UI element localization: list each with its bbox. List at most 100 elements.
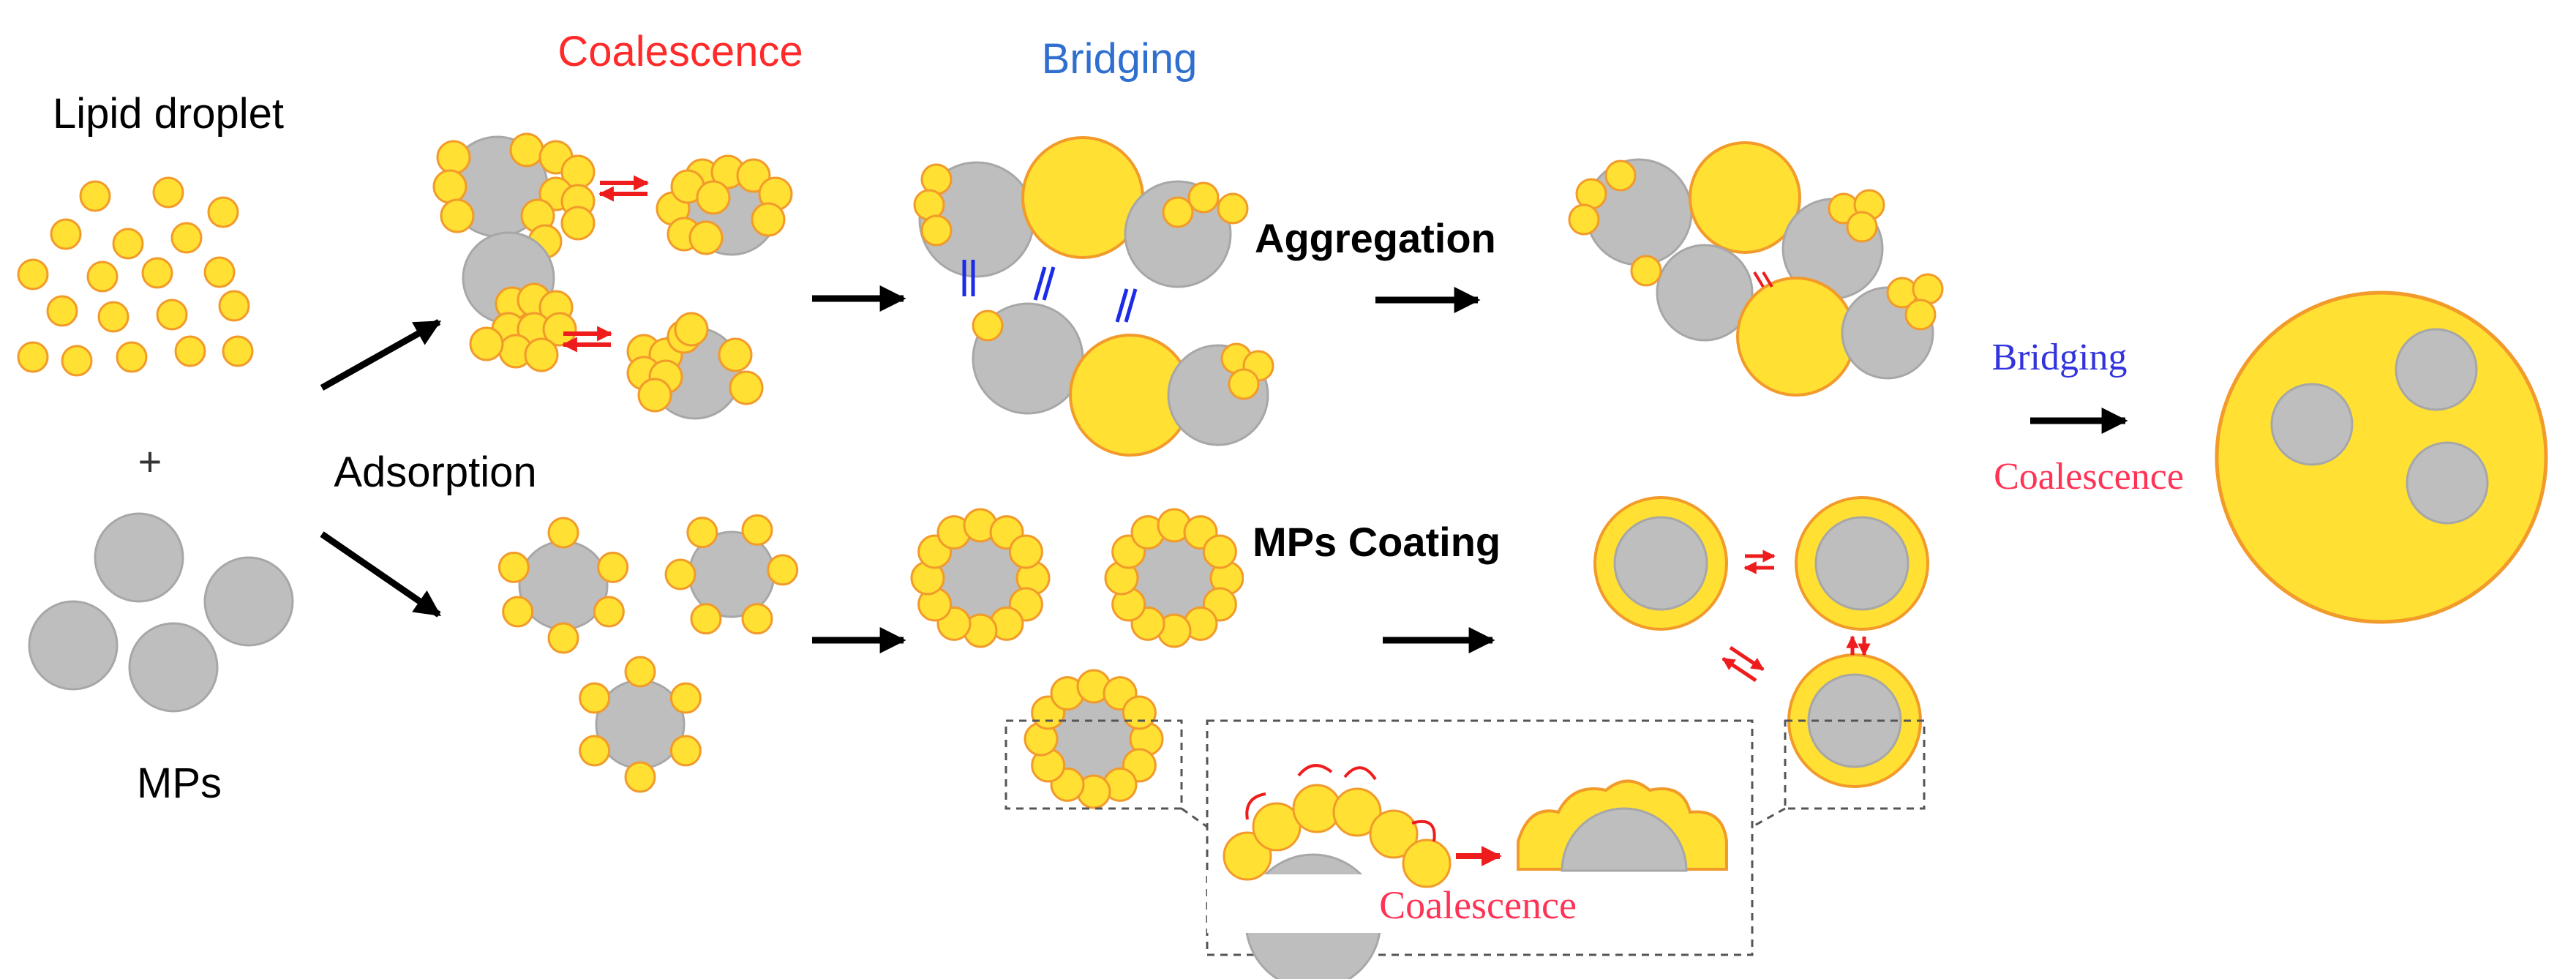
coated-microplastics — [910, 508, 1375, 809]
coalescence-clusters — [432, 132, 793, 420]
label-lipid-droplet: Lipid droplet — [53, 90, 284, 138]
microplastic-particle — [203, 556, 294, 647]
label-adsorption: Adsorption — [334, 449, 536, 496]
lipid-droplet — [1217, 192, 1249, 225]
inset-after-coalescence — [1517, 779, 1728, 872]
lipid-droplet — [1604, 160, 1637, 192]
label-coalescence-top: Coalescence — [557, 28, 803, 75]
label-coalescence-right: Coalescence — [1994, 456, 2184, 498]
lipid-droplet — [1122, 695, 1157, 730]
lipid-droplet — [1904, 299, 1937, 331]
lipid-droplet — [696, 180, 731, 215]
lipid-droplet — [624, 761, 656, 793]
reversible-arrow-blue — [962, 260, 975, 296]
arrow-to-coating-path — [320, 531, 441, 618]
lipid-droplet — [502, 596, 534, 628]
label-plus: + — [138, 438, 162, 484]
lipid-droplet — [222, 335, 254, 367]
microplastic-particle — [2395, 328, 2478, 411]
microplastic-particle — [2406, 441, 2489, 525]
core-shell-particle — [1593, 496, 1728, 631]
lipid-droplet — [972, 310, 1004, 342]
lipid-droplet — [1369, 809, 1419, 859]
lipid-droplet — [669, 735, 702, 767]
final-large-droplet — [2215, 290, 2548, 624]
lipid-droplet — [1223, 831, 1272, 881]
lipid-droplet — [141, 257, 173, 289]
lipid-droplet — [597, 551, 629, 583]
lipid-droplet — [152, 176, 184, 209]
lipid-droplet — [79, 180, 111, 212]
lipid-droplet — [97, 301, 129, 333]
label-backdrop — [1244, 516, 1375, 582]
lipid-droplet — [674, 312, 709, 347]
lipid-droplet — [436, 140, 471, 175]
lipid-droplet — [1162, 196, 1194, 228]
lipid-droplet — [736, 158, 771, 193]
lipid-droplet — [61, 345, 93, 377]
lipid-droplet — [686, 517, 718, 549]
label-bridging-top: Bridging — [1042, 35, 1198, 83]
lipid-droplet — [690, 603, 722, 635]
lipid-droplet — [509, 132, 544, 168]
lipid-droplet — [729, 370, 764, 405]
label-aggregation: Aggregation — [1255, 215, 1496, 261]
lipid-droplet — [1228, 368, 1260, 400]
label-coalescence-inset: Coalescence — [1379, 883, 1577, 927]
lipid-droplet — [767, 554, 799, 586]
lipid-droplet — [741, 603, 773, 635]
lipid-droplet — [624, 656, 656, 688]
bridging-small-droplets — [913, 163, 1274, 400]
lipid-droplet — [50, 218, 82, 250]
inset-droplets — [1223, 784, 1452, 888]
lipid-droplet — [669, 682, 702, 714]
lipid-droplet — [469, 326, 504, 361]
lipid-droplet — [547, 622, 579, 654]
lipid-droplet — [751, 202, 786, 237]
lipid-droplet — [920, 214, 953, 247]
reversible-arrow-red — [1743, 549, 1776, 574]
lipid-droplet — [1846, 211, 1878, 243]
lipid-droplet — [46, 295, 78, 327]
inset-curved-arrows — [1245, 764, 1436, 842]
free-lipid-droplets — [17, 176, 254, 377]
lipid-droplet — [1008, 534, 1043, 569]
lipid-droplet — [17, 258, 49, 290]
core-shell-particle — [1795, 496, 1929, 631]
lipid-droplet — [1252, 802, 1302, 852]
lipid-droplet — [1187, 181, 1220, 214]
lipid-droplet — [1402, 839, 1452, 888]
lipid-droplet — [560, 206, 596, 241]
lipid-droplet-large — [1736, 277, 1856, 397]
reversible-arrow-red — [561, 326, 613, 353]
reversible-arrow-red — [598, 175, 650, 202]
lipid-droplet — [170, 222, 203, 254]
microplastic-particle — [28, 600, 119, 691]
lipid-droplet — [440, 198, 475, 233]
free-microplastics — [28, 512, 294, 713]
lipid-droplet — [112, 228, 144, 260]
lipid-droplet-large — [1689, 141, 1801, 254]
lipid-droplet — [203, 256, 236, 288]
adsorbed-microplastics — [497, 514, 799, 793]
microplastic-particle — [1656, 244, 1754, 342]
lipid-droplet — [218, 290, 250, 322]
lipid-droplet — [1630, 255, 1662, 287]
lipid-droplet — [1568, 203, 1600, 236]
lipid-droplet — [1332, 787, 1382, 837]
reversible-arrow-red — [1846, 635, 1871, 656]
lipid-droplet — [86, 260, 119, 293]
lipid-droplet — [593, 596, 625, 628]
microplastic-particle — [1585, 158, 1693, 266]
label-mps: MPs — [137, 759, 222, 807]
arrow-to-coalescence-path — [320, 319, 442, 391]
lipid-droplet — [156, 299, 188, 331]
reversible-arrow-blue — [1115, 288, 1138, 323]
reversible-arrow-red — [1753, 271, 1773, 288]
aggregate-small-droplets — [1568, 160, 1944, 331]
reversible-arrow-red — [1721, 645, 1765, 683]
label-mps-coating: MPs Coating — [1253, 519, 1501, 565]
label-bridging-right: Bridging — [1992, 337, 2128, 378]
lipid-droplet — [637, 378, 672, 413]
